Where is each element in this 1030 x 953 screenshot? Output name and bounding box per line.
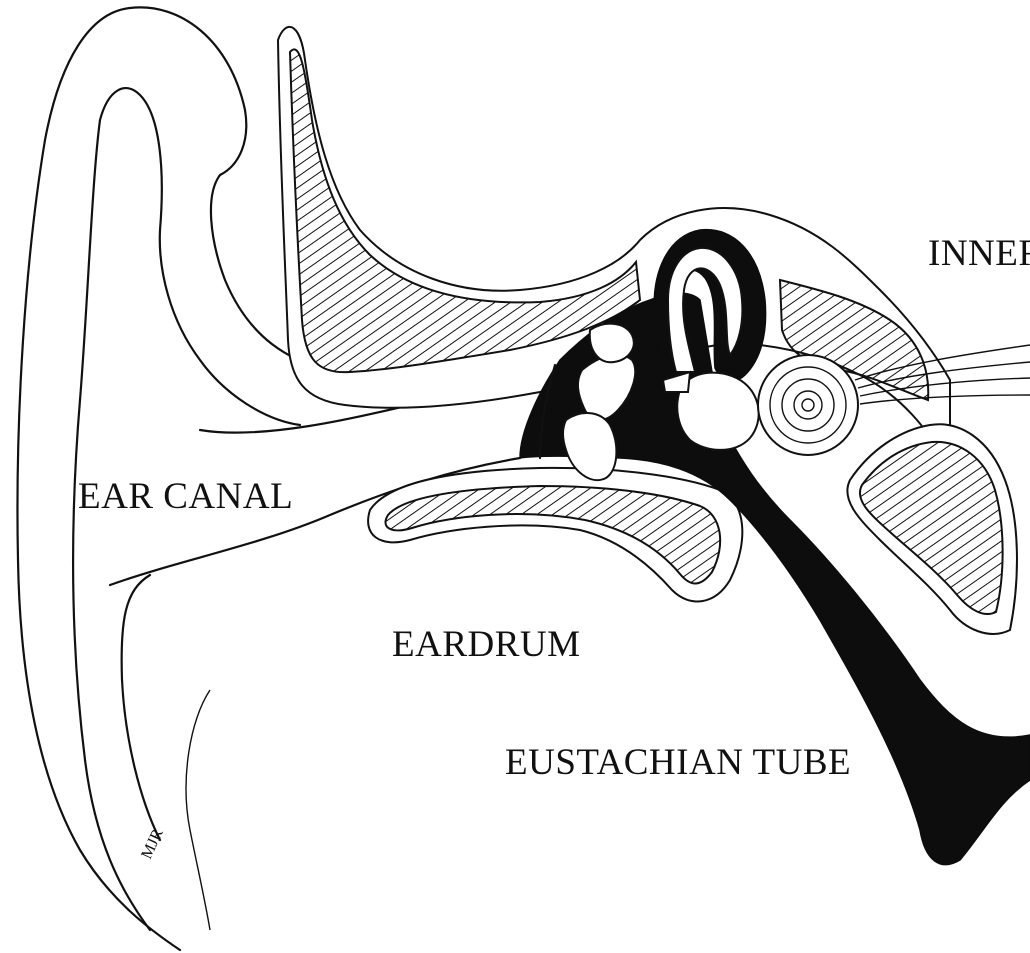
- ear-canal-label: EAR CANAL: [78, 478, 293, 515]
- inner-ear-label: INNER: [928, 235, 1030, 272]
- cochlea: [758, 355, 858, 455]
- artist-signature: MJR: [138, 826, 167, 862]
- eardrum-label: EARDRUM: [392, 626, 581, 663]
- svg-text:MJR: MJR: [138, 826, 167, 862]
- eustachian-tube-label: EUSTACHIAN TUBE: [505, 744, 851, 781]
- temporal-bone-lower: [368, 468, 742, 602]
- temporal-bone-right: [847, 424, 1017, 634]
